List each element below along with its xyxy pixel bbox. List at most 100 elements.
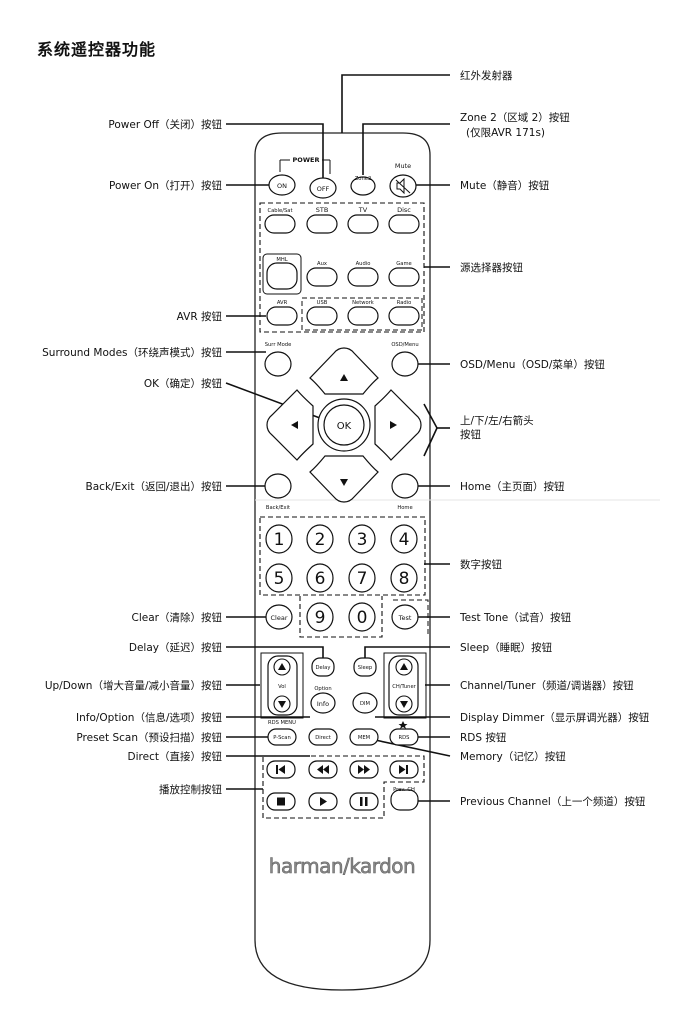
surround-mode-button[interactable]: Surr Mode xyxy=(264,342,292,377)
callout-delay: Delay（延迟）按钮 xyxy=(129,641,223,654)
callout-zone2: Zone 2（区域 2）按钮 xyxy=(460,111,570,124)
test-tone-button[interactable]: Test xyxy=(391,604,419,630)
leader-lines xyxy=(225,74,451,802)
arrow-up-icon xyxy=(400,663,408,670)
playback-buttons xyxy=(266,760,419,811)
mute-button-label: Mute xyxy=(395,162,411,170)
down-arrow-button[interactable] xyxy=(309,455,379,503)
avr-button[interactable]: AVR xyxy=(266,300,298,326)
numeric-keys: 1 2 3 4 5 6 7 8 9 0 xyxy=(265,524,418,632)
speaker-mute-icon xyxy=(395,177,411,195)
mem-button[interactable]: MEM xyxy=(349,728,379,746)
digit-1-button[interactable]: 1 xyxy=(265,524,293,554)
play-button[interactable] xyxy=(308,792,338,811)
source-stb-label: STB xyxy=(316,206,329,214)
digit-1-label: 1 xyxy=(274,530,285,550)
source-radio-button[interactable]: Radio xyxy=(388,300,420,326)
source-game-label: Game xyxy=(396,261,411,267)
power-header: POWER xyxy=(293,156,320,164)
digit-2-button[interactable]: 2 xyxy=(306,524,334,554)
info-button[interactable]: Option Info xyxy=(310,686,336,714)
callout-ir: 红外发射器 xyxy=(460,69,513,82)
stop-button[interactable] xyxy=(266,792,296,811)
digit-8-button[interactable]: 8 xyxy=(390,563,418,593)
digit-4-button[interactable]: 4 xyxy=(390,524,418,554)
digit-7-button[interactable]: 7 xyxy=(348,563,376,593)
callout-test-tone: Test Tone（试音）按钮 xyxy=(459,611,572,624)
left-arrow-button[interactable] xyxy=(266,389,314,461)
volume-up-button[interactable] xyxy=(273,658,291,676)
pause-button[interactable] xyxy=(349,792,379,811)
pause-icon xyxy=(360,797,368,806)
right-arrow-button[interactable] xyxy=(374,389,422,461)
mem-button-label: MEM xyxy=(358,735,370,741)
dim-button[interactable]: DIM xyxy=(352,692,378,714)
digit-6-button[interactable]: 6 xyxy=(306,563,334,593)
prev-channel-button[interactable]: Prev. CH xyxy=(390,787,419,811)
up-arrow-button[interactable] xyxy=(309,347,379,395)
info-button-label: Info xyxy=(317,700,329,708)
source-usb-label: USB xyxy=(317,300,328,306)
numeric-group-outline xyxy=(259,516,426,596)
surround-mode-label: Surr Mode xyxy=(265,342,292,348)
source-tv-button[interactable]: TV xyxy=(347,206,379,234)
option-label: Option xyxy=(314,686,331,692)
preset-scan-button[interactable]: P-Scan xyxy=(267,728,297,746)
home-button[interactable]: Home xyxy=(391,473,419,511)
osd-menu-button[interactable]: OSD/Menu xyxy=(391,342,419,377)
sleep-button[interactable]: Sleep xyxy=(353,657,377,677)
channel-down-button[interactable] xyxy=(395,695,413,713)
digit-9-label: 9 xyxy=(315,608,326,628)
source-disc-label: Disc xyxy=(397,206,411,214)
home-label: Home xyxy=(397,505,412,511)
callout-sleep: Sleep（睡眠）按钮 xyxy=(460,641,553,654)
brand-logo: harman/kardon xyxy=(269,854,415,878)
callout-preset: Preset Scan（预设扫描）按钮 xyxy=(76,731,222,744)
rds-button[interactable]: RDS xyxy=(389,728,419,746)
digit-9-button[interactable]: 9 xyxy=(306,602,334,632)
channel-rocker: CH/Tuner xyxy=(383,652,427,719)
source-stb-button[interactable]: STB xyxy=(306,206,338,234)
digit-0-button[interactable]: 0 xyxy=(348,602,376,632)
source-disc-button[interactable]: Disc xyxy=(388,206,420,234)
callout-info: Info/Option（信息/选项）按钮 xyxy=(76,711,222,724)
callout-power-on: Power On（打开）按钮 xyxy=(109,179,223,192)
clear-button[interactable]: Clear xyxy=(265,604,293,630)
volume-rocker: Vol xyxy=(260,652,304,719)
source-game-button[interactable]: Game xyxy=(388,261,420,287)
delay-button[interactable]: Delay xyxy=(311,657,335,677)
ok-button[interactable]: OK xyxy=(323,404,365,446)
direct-button[interactable]: Direct xyxy=(308,728,338,746)
callout-source: 源选择器按钮 xyxy=(460,261,523,274)
source-aux-button[interactable]: Aux xyxy=(306,261,338,287)
volume-down-button[interactable] xyxy=(273,695,291,713)
test-tone-outline xyxy=(393,599,429,637)
source-network-button[interactable]: Network xyxy=(347,300,379,326)
skip-back-button[interactable] xyxy=(266,760,296,779)
mute-button[interactable]: Mute xyxy=(389,162,417,198)
clear-button-label: Clear xyxy=(271,614,288,622)
skip-back-icon xyxy=(276,765,285,774)
on-button[interactable]: ON xyxy=(268,174,296,196)
dim-button-label: DIM xyxy=(360,701,370,707)
rewind-button[interactable] xyxy=(308,760,338,779)
rds-button-label: RDS xyxy=(399,735,410,741)
off-button[interactable]: OFF xyxy=(309,177,337,199)
rds-menu-caption: RDS MENU xyxy=(268,720,296,726)
zone2-button[interactable]: Zone2 xyxy=(350,176,376,196)
channel-up-button[interactable] xyxy=(395,658,413,676)
source-cable-sat-button[interactable]: Cable/Sat xyxy=(264,208,296,234)
source-usb-button[interactable]: USB xyxy=(306,300,338,326)
back-exit-button[interactable]: Back/Exit xyxy=(264,473,292,511)
skip-forward-button[interactable] xyxy=(389,760,419,779)
source-group-outline xyxy=(259,202,425,333)
digit-5-button[interactable]: 5 xyxy=(265,563,293,593)
callout-zone2-note: (仅限AVR 171s) xyxy=(466,127,545,139)
source-audio-button[interactable]: Audio xyxy=(347,261,379,287)
fast-forward-button[interactable] xyxy=(349,760,379,779)
source-mhl-button[interactable]: MHL xyxy=(266,257,298,290)
digit-3-button[interactable]: 3 xyxy=(348,524,376,554)
digit-4-label: 4 xyxy=(399,530,410,550)
source-cable-sat-label: Cable/Sat xyxy=(268,208,293,214)
source-audio-label: Audio xyxy=(356,261,371,267)
